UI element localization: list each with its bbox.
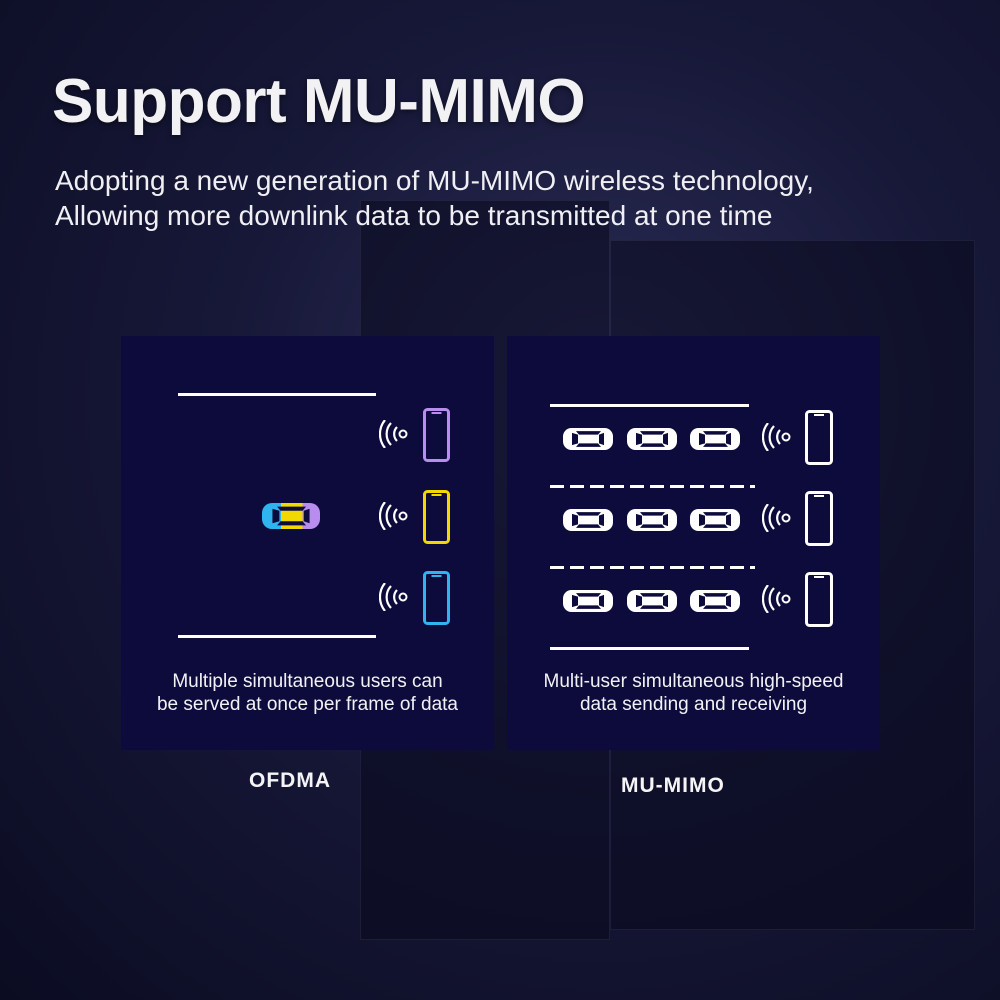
smartphone-icon xyxy=(423,490,450,544)
mu-mimo-caption: Multi-user simultaneous high-speed data … xyxy=(507,670,880,716)
subtitle-line: Adopting a new generation of MU-MIMO wir… xyxy=(55,165,814,196)
smartphone-icon xyxy=(805,410,833,465)
car-icon xyxy=(690,590,740,612)
smartphone-icon xyxy=(805,572,833,627)
wifi-signal-icon xyxy=(761,503,792,533)
car-icon xyxy=(690,509,740,531)
caption-line: Multiple simultaneous users can xyxy=(172,671,443,692)
lane-line xyxy=(550,404,749,407)
lane-line xyxy=(178,635,376,638)
car-icon xyxy=(627,590,677,612)
car-icon xyxy=(690,428,740,450)
ofdma-panel: Multiple simultaneous users can be serve… xyxy=(121,336,494,750)
ofdma-label: OFDMA xyxy=(249,769,331,792)
lane-line xyxy=(178,393,376,396)
caption-line: be served at once per frame of data xyxy=(156,694,458,715)
mu-mimo-panel: Multi-user simultaneous high-speed data … xyxy=(507,336,880,750)
wifi-signal-icon xyxy=(761,584,792,614)
car-icon xyxy=(563,590,613,612)
smartphone-icon xyxy=(423,571,450,625)
smartphone-icon xyxy=(805,491,833,546)
caption-line: Multi-user simultaneous high-speed xyxy=(543,671,844,692)
smartphone-icon xyxy=(423,408,450,462)
caption-line: data sending and receiving xyxy=(579,694,808,715)
lane-line xyxy=(550,647,749,650)
car-icon xyxy=(627,509,677,531)
subtitle-line: Allowing more downlink data to be transm… xyxy=(55,200,773,231)
wifi-signal-icon xyxy=(761,422,792,452)
wifi-signal-icon xyxy=(378,582,409,612)
mu-mimo-label: MU-MIMO xyxy=(621,774,725,797)
lane-divider xyxy=(550,485,755,488)
car-icon xyxy=(262,503,320,529)
car-icon xyxy=(563,428,613,450)
page-title: Support MU-MIMO xyxy=(52,67,586,136)
car-icon xyxy=(627,428,677,450)
ofdma-caption: Multiple simultaneous users can be serve… xyxy=(121,670,494,716)
lane-divider xyxy=(550,566,755,569)
car-icon xyxy=(563,509,613,531)
wifi-signal-icon xyxy=(378,419,409,449)
wifi-signal-icon xyxy=(378,501,409,531)
